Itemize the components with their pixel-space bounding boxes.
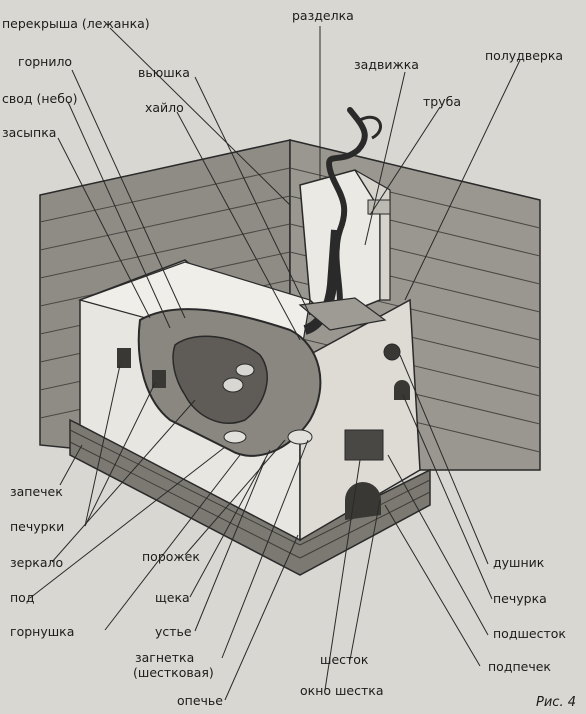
label-pechurki: печурки bbox=[10, 519, 65, 534]
label-opeche: опечье bbox=[177, 693, 223, 708]
label-podshestok: подшесток bbox=[493, 626, 566, 641]
label-okno-shestka: окно шестка bbox=[300, 683, 384, 698]
label-khailo: хайло bbox=[145, 100, 184, 115]
label-vyushka: вьюшка bbox=[138, 65, 190, 80]
label-truba: труба bbox=[423, 94, 461, 109]
dushnik-opening bbox=[383, 343, 401, 361]
label-dushnik: душник bbox=[493, 555, 545, 570]
label-porozhek: порожек bbox=[142, 549, 200, 564]
label-zasypka: засыпка bbox=[2, 125, 57, 140]
label-gornilo: горнило bbox=[18, 54, 73, 69]
label-pod: под bbox=[10, 590, 35, 605]
label-zagnetka: загнетка bbox=[135, 650, 195, 665]
pechurka-opening-right bbox=[394, 380, 410, 400]
label-podpechek: подпечек bbox=[488, 659, 551, 674]
label-perekrysha: перекрыша (лежанка) bbox=[2, 16, 150, 31]
figure-caption: Рис. 4 bbox=[536, 695, 576, 710]
label-shestok: шесток bbox=[320, 652, 369, 667]
label-shestkovaya: (шестковая) bbox=[133, 665, 214, 680]
label-zapechek: запечек bbox=[10, 484, 63, 499]
label-razdelka: разделка bbox=[292, 8, 354, 23]
label-gornushka: горнушка bbox=[10, 624, 75, 639]
label-pechurka: печурка bbox=[493, 591, 547, 606]
podpechek-arch bbox=[345, 482, 381, 520]
firebox-cutaway bbox=[137, 308, 322, 457]
label-ustye: устье bbox=[155, 624, 192, 639]
shestok-window bbox=[344, 429, 384, 461]
pechurka-opening-1 bbox=[117, 348, 131, 368]
label-zadvizhka: задвижка bbox=[354, 57, 419, 72]
leader-lines bbox=[29, 26, 521, 701]
pechurka-opening-2 bbox=[152, 370, 166, 388]
label-svod: свод (небо) bbox=[2, 91, 78, 106]
chimney bbox=[299, 169, 391, 321]
label-shcheka: щека bbox=[155, 590, 190, 605]
label-poludverka: полудверка bbox=[485, 48, 564, 63]
label-zerkalo: зеркало bbox=[10, 555, 64, 570]
damper bbox=[298, 297, 387, 331]
